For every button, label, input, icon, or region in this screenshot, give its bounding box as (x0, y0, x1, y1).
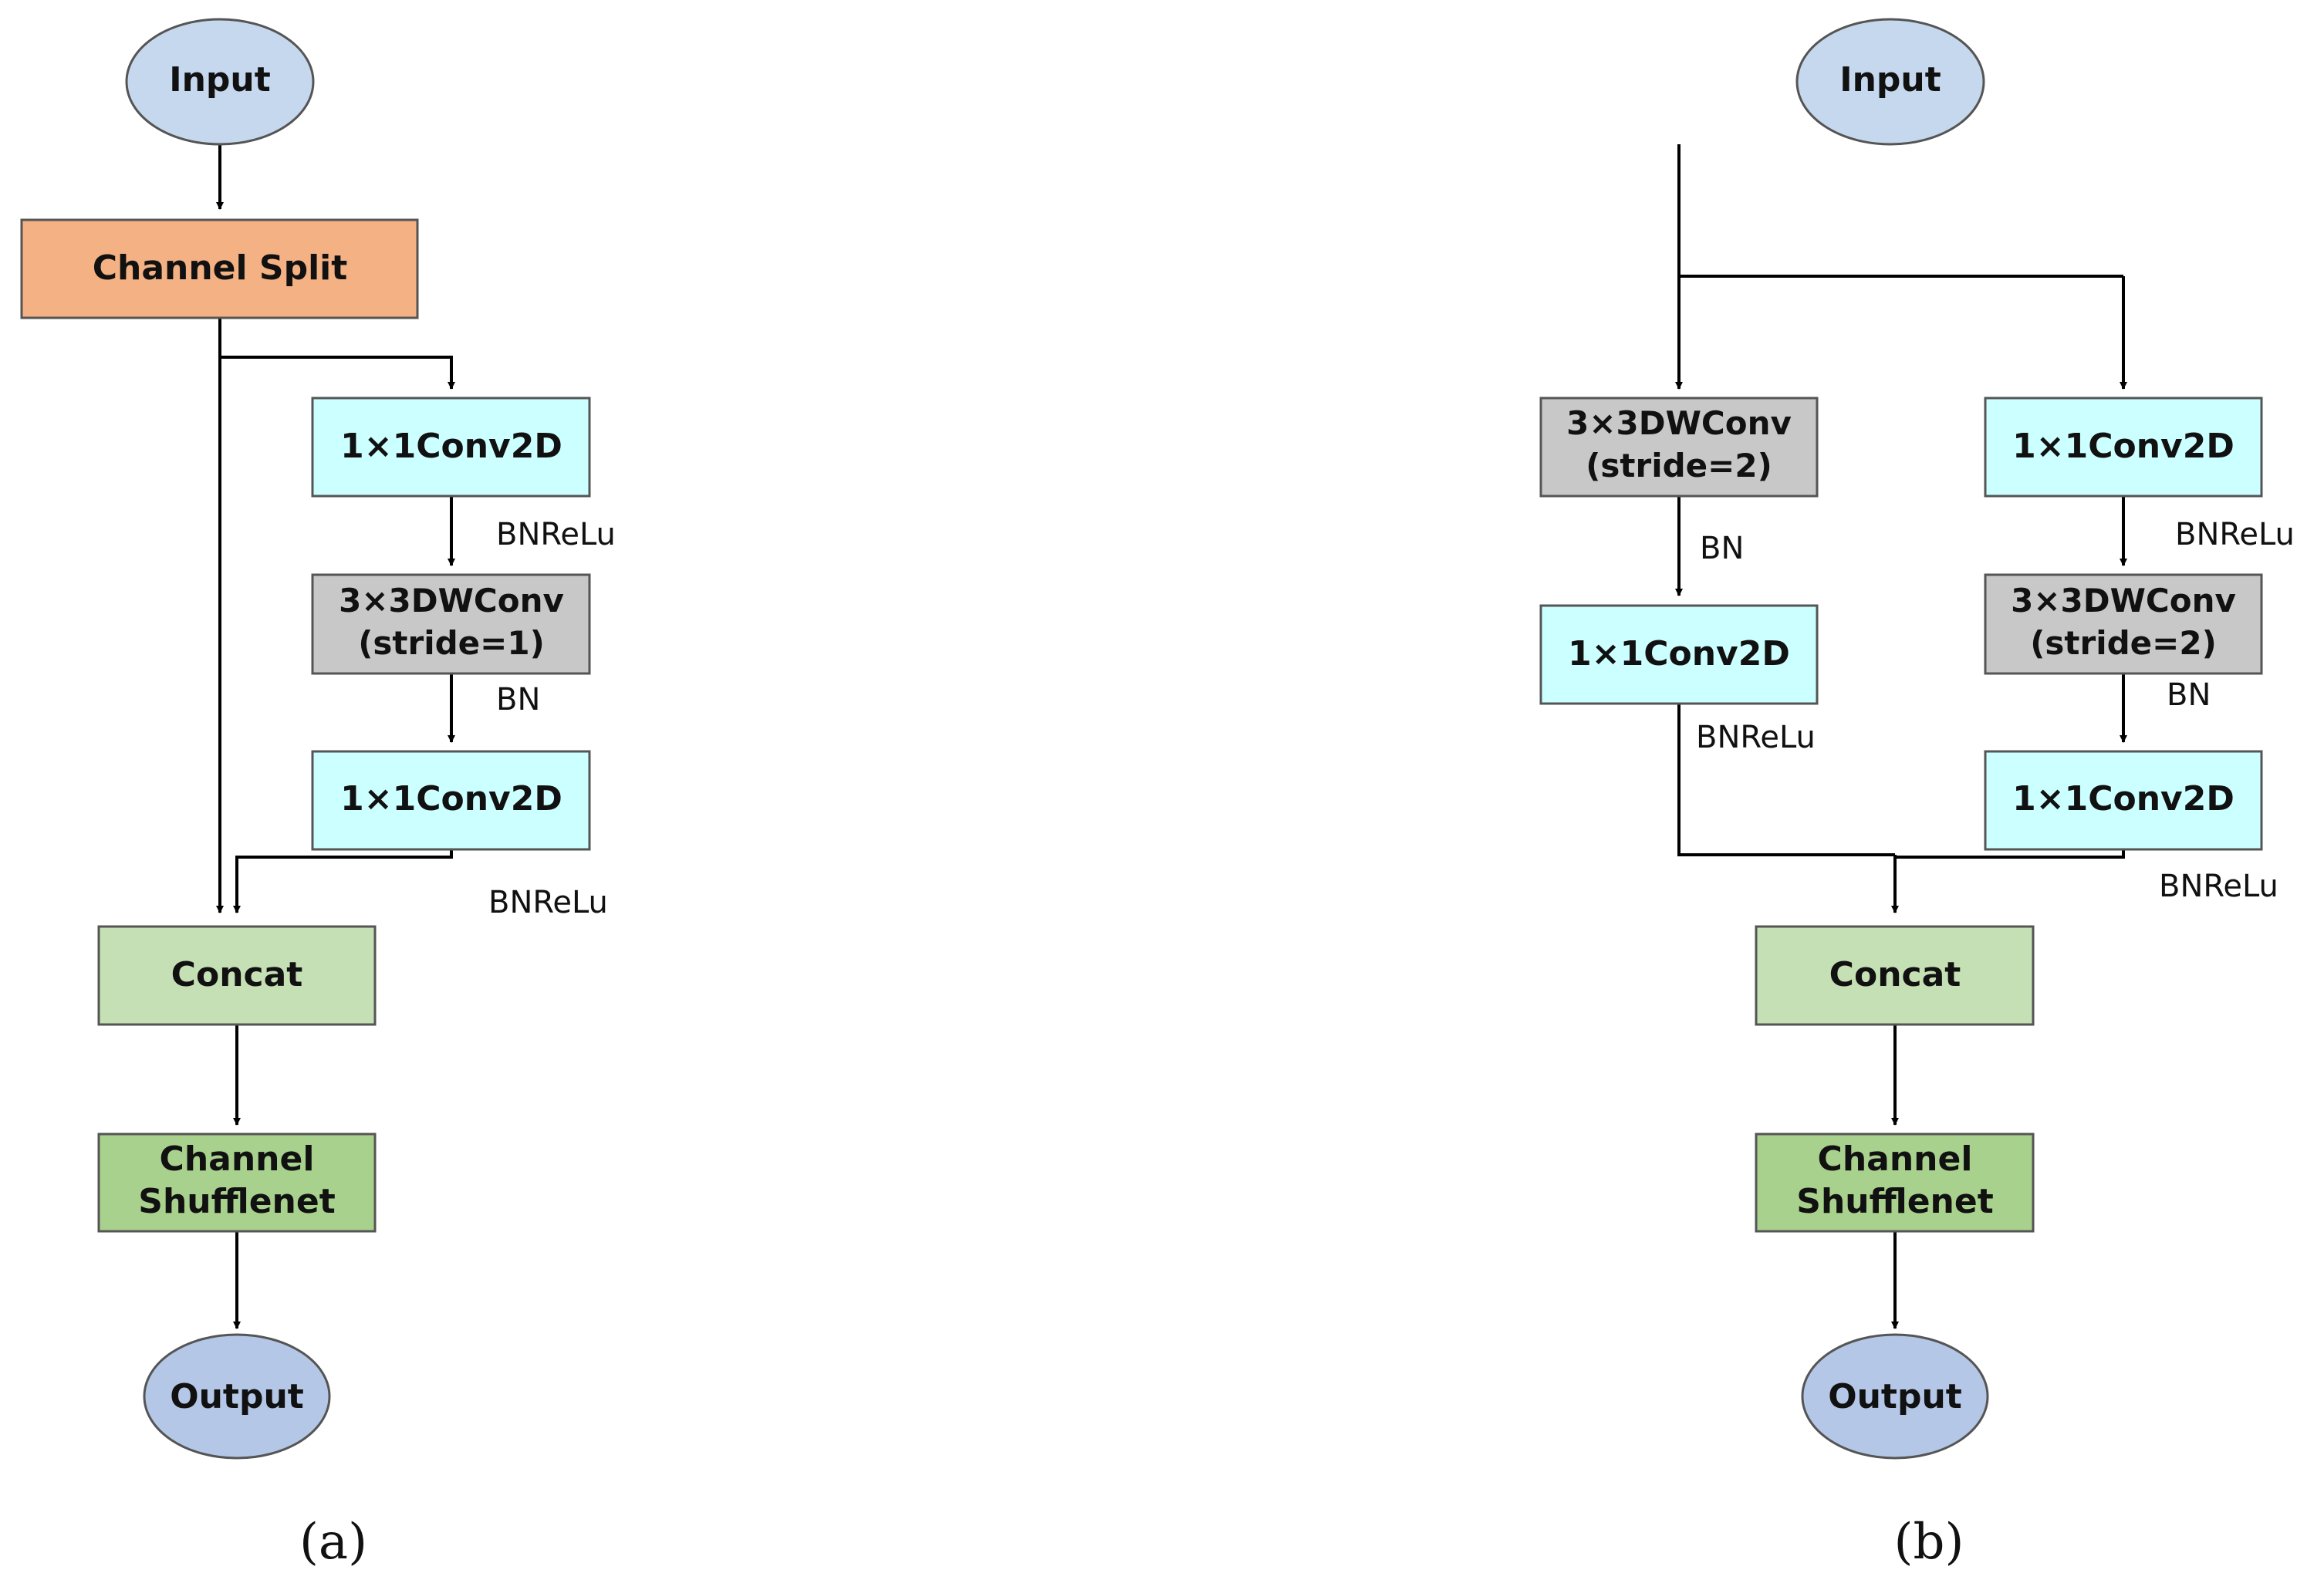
b-left-bnrelu-label: BNReLu (1696, 720, 1816, 755)
b-concat-node: Concat (1755, 925, 2035, 1026)
b-left-dwconv-node: 3×3DWConv (stride=2) (1539, 397, 1819, 498)
b-right-bnrelu-label-1: BNReLu (2175, 517, 2295, 552)
b-shuffle-label-line1: Channel (1818, 1139, 1973, 1179)
b-left-dwconv-label-line2: (stride=2) (1586, 447, 1772, 484)
panel-a-edges (216, 144, 455, 1329)
a-bnrelu-label-1: BNReLu (496, 517, 616, 552)
b-shuffle-node: Channel Shufflenet (1755, 1133, 2035, 1233)
a-dwconv-node: 3×3DWConv (stride=1) (311, 573, 591, 675)
b-right-bnrelu-label-2: BNReLu (2159, 869, 2278, 904)
a-output-node: Output (143, 1333, 331, 1460)
a-shuffle-label-line2: Shufflenet (138, 1182, 336, 1221)
a-conv1-label: 1×1Conv2D (340, 427, 562, 466)
a-conv2-label: 1×1Conv2D (340, 779, 562, 819)
b-right-dwconv-label-line1: 3×3DWConv (2011, 582, 2236, 619)
b-shuffle-label-line2: Shufflenet (1796, 1182, 1994, 1221)
b-right-dwconv-node: 3×3DWConv (stride=2) (1984, 573, 2263, 675)
a-input-node: Input (125, 18, 315, 146)
b-caption: (b) (1894, 1514, 1964, 1571)
b-right-bn-label: BN (2167, 677, 2211, 713)
a-dwconv-label-line1: 3×3DWConv (339, 582, 564, 619)
b-output-label: Output (1828, 1377, 1962, 1416)
panel-b-edges (1675, 144, 2127, 1329)
b-left-bn-label: BN (1700, 531, 1744, 566)
a-shuffle-label-line1: Channel (160, 1139, 315, 1179)
a-channel-split-node: Channel Split (20, 218, 419, 319)
a-caption: (a) (299, 1514, 367, 1571)
a-conv2-node: 1×1Conv2D (311, 750, 591, 851)
b-left-conv-label: 1×1Conv2D (1568, 634, 1790, 673)
b-right-conv2-label: 1×1Conv2D (2012, 779, 2234, 819)
a-output-label: Output (170, 1377, 304, 1416)
b-right-dwconv-label-line2: (stride=2) (2030, 624, 2217, 662)
edge-right-conv2-to-merge (1895, 849, 2125, 859)
a-dwconv-label-line2: (stride=1) (358, 624, 545, 662)
panel-a: Input Channel Split 1×1Conv2D BNReLu 3×3… (20, 18, 616, 1571)
a-concat-node: Concat (97, 925, 377, 1026)
a-bn-label: BN (496, 682, 540, 717)
b-input-node: Input (1795, 18, 1985, 146)
a-shuffle-node: Channel Shufflenet (97, 1133, 377, 1233)
b-output-node: Output (1801, 1333, 1989, 1460)
b-left-dwconv-label-line1: 3×3DWConv (1566, 404, 1792, 442)
edge-split-to-conv1 (218, 318, 455, 390)
edge-conv2-to-concat (233, 849, 453, 913)
b-input-label: Input (1839, 60, 1941, 100)
panel-b: Input 3×3DWConv (stride=2) BN 1×1Conv2D … (1539, 18, 2295, 1571)
a-concat-label: Concat (171, 955, 303, 994)
a-bnrelu-label-2: BNReLu (488, 885, 608, 920)
b-right-conv1-node: 1×1Conv2D (1984, 397, 2263, 498)
a-input-label: Input (169, 60, 271, 100)
b-left-conv-node: 1×1Conv2D (1539, 604, 1819, 705)
a-channel-split-label: Channel Split (93, 248, 348, 288)
b-right-conv2-node: 1×1Conv2D (1984, 750, 2263, 851)
edge-left-conv-to-merge (1677, 704, 1895, 856)
b-right-conv1-label: 1×1Conv2D (2012, 427, 2234, 466)
b-concat-label: Concat (1829, 955, 1961, 994)
a-conv1-node: 1×1Conv2D (311, 397, 591, 498)
